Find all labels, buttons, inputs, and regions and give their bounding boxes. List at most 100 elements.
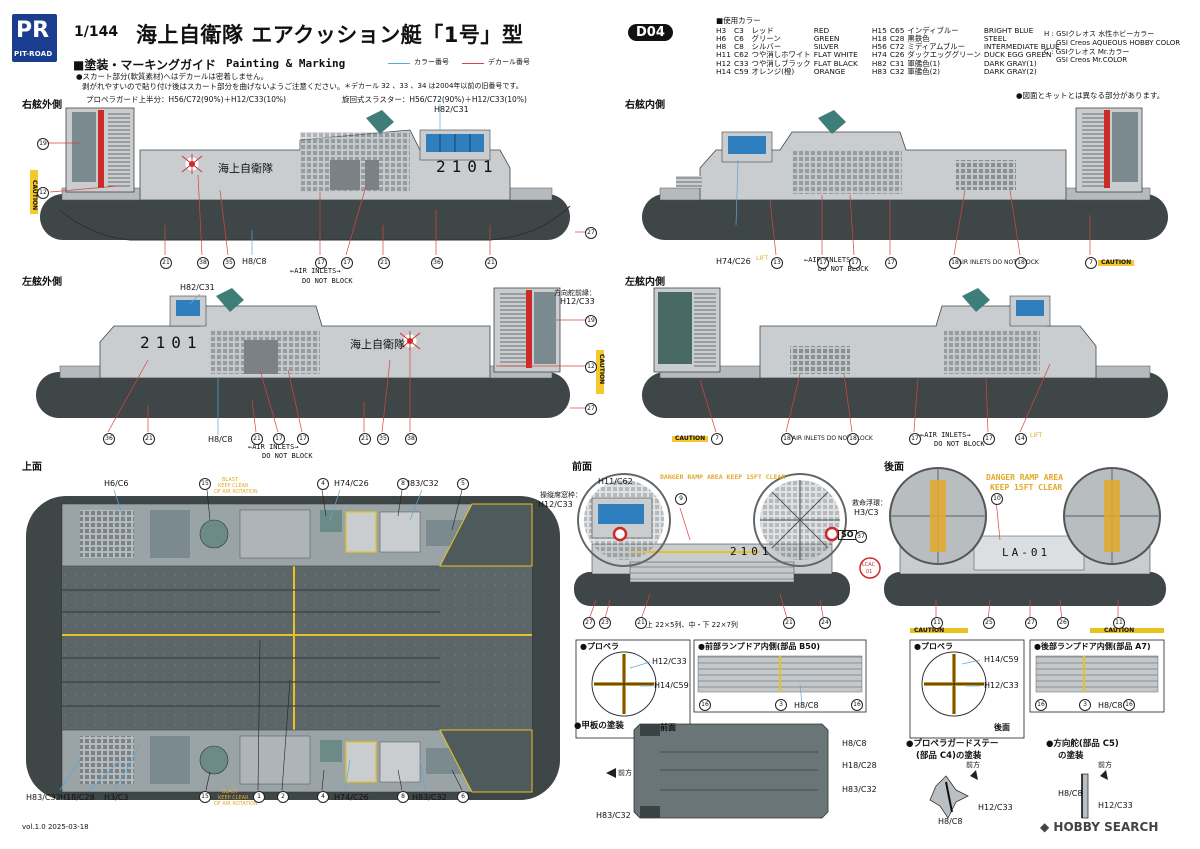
- decal-number-callout: 3: [775, 699, 787, 711]
- decal-number-callout: 10: [991, 493, 1003, 505]
- decal-number-callout: 24: [819, 617, 831, 629]
- caution-pi: CAUTION: [672, 436, 709, 442]
- rear-ramp-h8: H8/C8: [1098, 701, 1123, 710]
- prop-front-h14: H14/C59: [654, 681, 689, 690]
- section-port-out: 左舷外側: [22, 277, 62, 288]
- note-thruster: 旋回式スラスター：H56/C72(90%)＋H12/C33(10%): [342, 95, 527, 104]
- subtitle-jp: ■塗装・マーキングガイド: [73, 58, 216, 72]
- color-legend-cell: シルバー: [751, 42, 782, 52]
- prop-front-label: 前面: [660, 723, 676, 732]
- propeller-front-title: ●プロペラ: [580, 642, 619, 651]
- color-maker-line: C : GSIクレオス Mr.カラー: [1044, 47, 1130, 56]
- propeller-fan-left: [889, 467, 987, 565]
- caution-sbi: CAUTION: [1098, 260, 1135, 266]
- watermark-text: HOBBY SEARCH: [1053, 820, 1159, 834]
- color-legend-cell: H15: [871, 25, 887, 35]
- color-legend-cell: 黒鉄色: [907, 33, 930, 43]
- decal-number-callout: 4: [317, 478, 329, 490]
- deck-tie-note: 上 22×5列、中・下 22×7列: [646, 621, 738, 629]
- propeller-detail-front: [575, 639, 691, 739]
- hull-number-sb: 2101: [436, 157, 499, 176]
- decal-number-callout: 23: [599, 617, 611, 629]
- color-maker-line: GSI Creos AQUEOUS HOBBY COLOR: [1056, 38, 1181, 47]
- color-callout-h18-top: H18/C28: [60, 793, 95, 802]
- starboard-outside-view: [30, 104, 590, 256]
- air-inlets-dnb-pi: AIR INLETS DO NOT BLOCK: [792, 435, 873, 442]
- decal-number-callout: 27: [583, 617, 595, 629]
- rudder-h12: H12/C33: [1098, 801, 1133, 810]
- color-legend-cell: H12: [716, 58, 731, 68]
- rear-ramp-inside: [1029, 639, 1165, 713]
- color-legend-cell: H14: [716, 66, 731, 76]
- legend-decal-line: [462, 63, 484, 64]
- decal-number-callout: 38: [197, 257, 209, 269]
- watermark-icon: ◆: [1040, 820, 1054, 834]
- section-top: 上面: [22, 462, 42, 473]
- rear-ramp-title: ●後部ランプドア内側(部品 A7): [1034, 642, 1151, 651]
- decal-number-callout: 17: [817, 257, 829, 269]
- color-callout-h8-po: H8/C8: [208, 435, 233, 444]
- decal-number-callout: 7: [711, 433, 723, 445]
- decal-number-callout: 14: [1015, 433, 1027, 445]
- color-legend-cell: C28: [889, 33, 905, 43]
- caution-side-sb: CAUTION: [31, 180, 38, 211]
- decal-number-callout: 1: [253, 791, 265, 803]
- color-legend-cell: H8: [716, 42, 727, 52]
- do-not-block-sb: DO NOT BLOCK: [302, 277, 353, 285]
- guard-stay-forward: 前方: [966, 761, 980, 769]
- lifebuoy: [824, 526, 840, 542]
- decal-number-callout: 18: [781, 433, 793, 445]
- color-legend-cell: H82: [871, 58, 887, 68]
- scale-label: 1/144: [74, 24, 119, 40]
- port-inside-view: [642, 287, 1168, 433]
- color-legend-title: ■使用カラー: [716, 16, 761, 25]
- decal-number-callout: 17: [885, 257, 897, 269]
- color-legend-cell: C6: [733, 33, 744, 43]
- color-legend-cell: BRIGHT BLUE: [983, 25, 1034, 35]
- color-callout-h83-top: H83/C32: [404, 479, 439, 488]
- skirt: [36, 372, 570, 418]
- decal-number-callout: 21: [378, 257, 390, 269]
- decal-number-callout: 17: [983, 433, 995, 445]
- color-legend-cell: INTERMEDIATE BLUE: [983, 42, 1060, 52]
- rudder-h8: H8/C8: [1058, 789, 1083, 798]
- decal-number-callout: 8: [397, 791, 409, 803]
- color-legend-cell: H56: [871, 42, 887, 52]
- propeller-detail-rear: [909, 639, 1025, 739]
- color-legend-cell: STEEL: [983, 33, 1007, 43]
- propeller-rear-title: ●プロペラ: [914, 642, 953, 651]
- color-legend-cell: C3: [733, 25, 744, 35]
- propeller-fan-right: [1063, 467, 1161, 565]
- rudder-title: ●方向舵(部品 C5): [1046, 739, 1119, 749]
- color-legend-cell: H6: [716, 33, 727, 43]
- decal-number-callout: 7: [1085, 257, 1097, 269]
- color-legend-cell: FLAT BLACK: [813, 58, 858, 68]
- brand-logo: PR PIT-ROAD: [12, 14, 57, 62]
- section-starboard-out: 右舷外側: [22, 100, 62, 111]
- guard-stay-h8: H8/C8: [938, 817, 963, 826]
- bridge-window-color: H12/C33: [538, 500, 573, 509]
- color-legend-cell: GREEN: [813, 33, 840, 43]
- prop-front-h12: H12/C33: [652, 657, 687, 666]
- section-starboard-in: 右舷内側: [625, 100, 665, 111]
- color-callout-h83-top-b: H83/C32: [26, 793, 61, 802]
- lifebuoy-color: H3/C3: [854, 508, 879, 517]
- bridge-window-note: 操縦席窓枠：: [540, 491, 582, 499]
- color-legend-cell: レッド: [751, 25, 774, 35]
- decal-number-callout: 4: [317, 791, 329, 803]
- lcac-number-rear: LA-01: [1002, 546, 1051, 559]
- color-legend-cell: 軍艦色(2): [907, 66, 941, 76]
- decal-number-callout: 36: [103, 433, 115, 445]
- decal-number-callout: 16: [1123, 699, 1135, 711]
- color-legend-cell: C26: [889, 50, 905, 60]
- color-legend-cell: H83: [871, 66, 887, 76]
- decal-number-callout: 25: [983, 617, 995, 629]
- propeller-fan-right: [753, 473, 847, 567]
- decal-number-callout: 8: [397, 478, 409, 490]
- danger-ramp-rear-a: DANGER RAMP AREA: [986, 473, 1064, 482]
- color-legend-cell: DARK GRAY(1): [983, 58, 1037, 68]
